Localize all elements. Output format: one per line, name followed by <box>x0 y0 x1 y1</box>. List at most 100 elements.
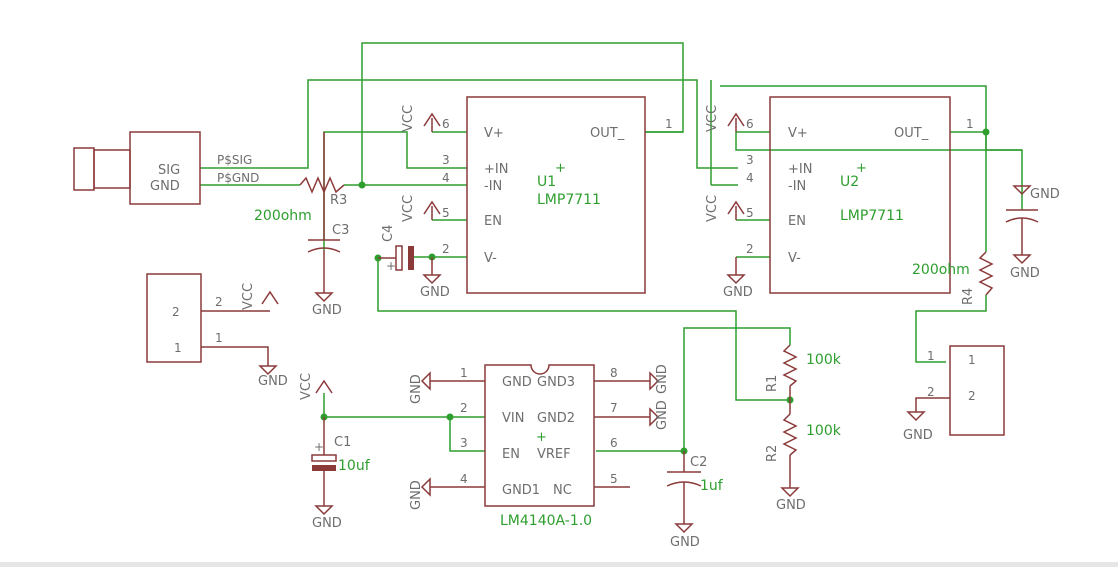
u3-pin-vin: VIN <box>502 411 524 426</box>
gnd-label: GND <box>655 400 670 430</box>
u2-name: U2 <box>840 174 859 190</box>
c3-name: C3 <box>332 223 349 238</box>
gnd-icon <box>780 487 800 498</box>
u3-num-vref: 6 <box>610 436 618 450</box>
conn-right-pin2-label: 2 <box>968 389 976 403</box>
u1-name: U1 <box>537 174 556 190</box>
r1-zigzag <box>782 344 798 387</box>
bnc-gnd-label: GND <box>150 179 180 194</box>
u1-pin-vplus: V+ <box>484 126 504 141</box>
gnd-label: GND <box>670 535 700 550</box>
u3-pin-gnd3: GND3 <box>537 375 575 390</box>
gnd-icon <box>420 371 431 391</box>
opamp-u2[interactable]: V+ +IN -IN EN V- OUT_ 6 3 4 5 2 1 U2 LMP… <box>705 96 974 300</box>
u1-pin-vminus: V- <box>484 251 497 266</box>
net-u2-out-cap <box>985 132 1023 210</box>
opamp-u1[interactable]: V+ +IN -IN EN V- OUT_ 6 3 4 5 2 1 U1 LMP… <box>401 96 673 294</box>
resistor-r2[interactable]: R2 100k GND <box>765 400 842 513</box>
c4-name: C4 <box>381 225 396 242</box>
conn-left-body <box>146 273 202 363</box>
u2-origin: + <box>856 161 867 176</box>
u1-pin-out: OUT_ <box>590 126 625 141</box>
u1-origin: + <box>555 161 566 176</box>
vcc-icon <box>423 112 441 132</box>
u2-pin-vminus: V- <box>788 251 801 266</box>
net-label-psig: P$SIG <box>217 153 252 167</box>
gnd-label: GND <box>409 374 424 404</box>
u1-num-out: 1 <box>665 117 673 131</box>
net-u2-out <box>720 85 987 133</box>
u3-pin-gnd: GND <box>502 375 532 390</box>
u3-value: LM4140A-1.0 <box>500 513 592 529</box>
gnd-icon <box>649 407 660 427</box>
connector-left[interactable]: 2 1 2 1 VCC GND <box>146 273 288 389</box>
gnd-icon <box>420 477 431 497</box>
vref-ic-u3[interactable]: GND VIN EN GND1 GND3 GND2 VREF NC + LM41… <box>409 364 670 529</box>
c1-plate-top <box>311 454 337 462</box>
u3-num-gnd3: 8 <box>610 366 618 380</box>
gnd-icon <box>674 523 694 534</box>
u1-pin-en: EN <box>484 214 502 229</box>
capacitor-c3[interactable]: C3 GND <box>307 132 349 318</box>
gnd-icon <box>906 411 926 422</box>
c2-value: 1uf <box>700 478 724 494</box>
gnd-label: GND <box>1010 266 1040 281</box>
net-c4-vcc <box>377 258 790 401</box>
r4-value: 200ohm <box>912 262 970 278</box>
vcc-label: VCC <box>705 195 720 222</box>
capacitor-c1[interactable]: VCC + C1 10uf GND <box>299 373 371 531</box>
gnd-label: GND <box>776 498 806 513</box>
gnd-label: GND <box>420 285 450 300</box>
u2-pin-out: OUT_ <box>894 126 929 141</box>
r2-value: 100k <box>806 423 842 439</box>
gnd-icon <box>649 371 660 391</box>
u2-num-inp: 3 <box>746 153 754 167</box>
vcc-icon <box>261 290 279 305</box>
gnd-label: GND <box>312 303 342 318</box>
vcc-label: VCC <box>401 195 416 222</box>
u3-origin: + <box>536 430 547 445</box>
junction-dot <box>446 413 454 421</box>
r4-name: R4 <box>961 288 976 305</box>
c1-name: C1 <box>334 435 351 450</box>
net-u2-vcc-inp <box>735 132 1022 151</box>
resistor-r3[interactable]: R3 200ohm <box>254 176 347 224</box>
net-label-pgnd: P$GND <box>217 171 259 185</box>
gnd-label: GND <box>1030 187 1060 202</box>
u2-num-en: 5 <box>746 206 754 220</box>
net-sig <box>200 79 738 169</box>
resistor-r1[interactable]: R1 100k <box>765 344 842 400</box>
r3-value: 200ohm <box>254 208 312 224</box>
gnd-icon <box>258 365 278 376</box>
vcc-icon <box>315 379 333 394</box>
r1-value: 100k <box>806 352 842 368</box>
capacitor-out[interactable]: GND GND <box>1005 185 1060 281</box>
conn-right-pin2-num: 2 <box>927 385 935 399</box>
u2-pin-inm: -IN <box>788 179 806 194</box>
capacitor-c4[interactable]: + C4 GND <box>378 225 450 300</box>
net-r4-conn <box>915 295 987 363</box>
u2-num-out: 1 <box>966 117 974 131</box>
u3-num-en: 3 <box>460 436 468 450</box>
bnc-barrel <box>93 149 131 189</box>
gnd-icon <box>422 274 442 285</box>
bnc-flange <box>73 147 95 191</box>
resistor-r4[interactable]: R4 200ohm <box>912 251 994 305</box>
gnd-label: GND <box>312 516 342 531</box>
r2-name: R2 <box>765 445 780 462</box>
gnd-icon <box>1012 254 1032 265</box>
junction-dot <box>358 181 366 189</box>
u1-pin-inp: +IN <box>484 162 508 177</box>
bnc-connector[interactable]: SIG GND P$SIG P$GND <box>73 131 259 205</box>
u1-value: LMP7711 <box>537 192 601 208</box>
scrollbar-track[interactable] <box>0 562 1118 567</box>
conn-left-pin2-num: 2 <box>215 295 223 309</box>
r1-name: R1 <box>765 375 780 392</box>
junction-dot <box>982 128 990 136</box>
gnd-icon <box>726 274 746 285</box>
connector-right[interactable]: 1 2 1 2 GND <box>903 345 1005 443</box>
conn-left-pin1-num: 1 <box>215 331 223 345</box>
u3-pin-gnd2: GND2 <box>537 411 575 426</box>
capacitor-c2[interactable]: C2 1uf GND <box>666 451 724 550</box>
